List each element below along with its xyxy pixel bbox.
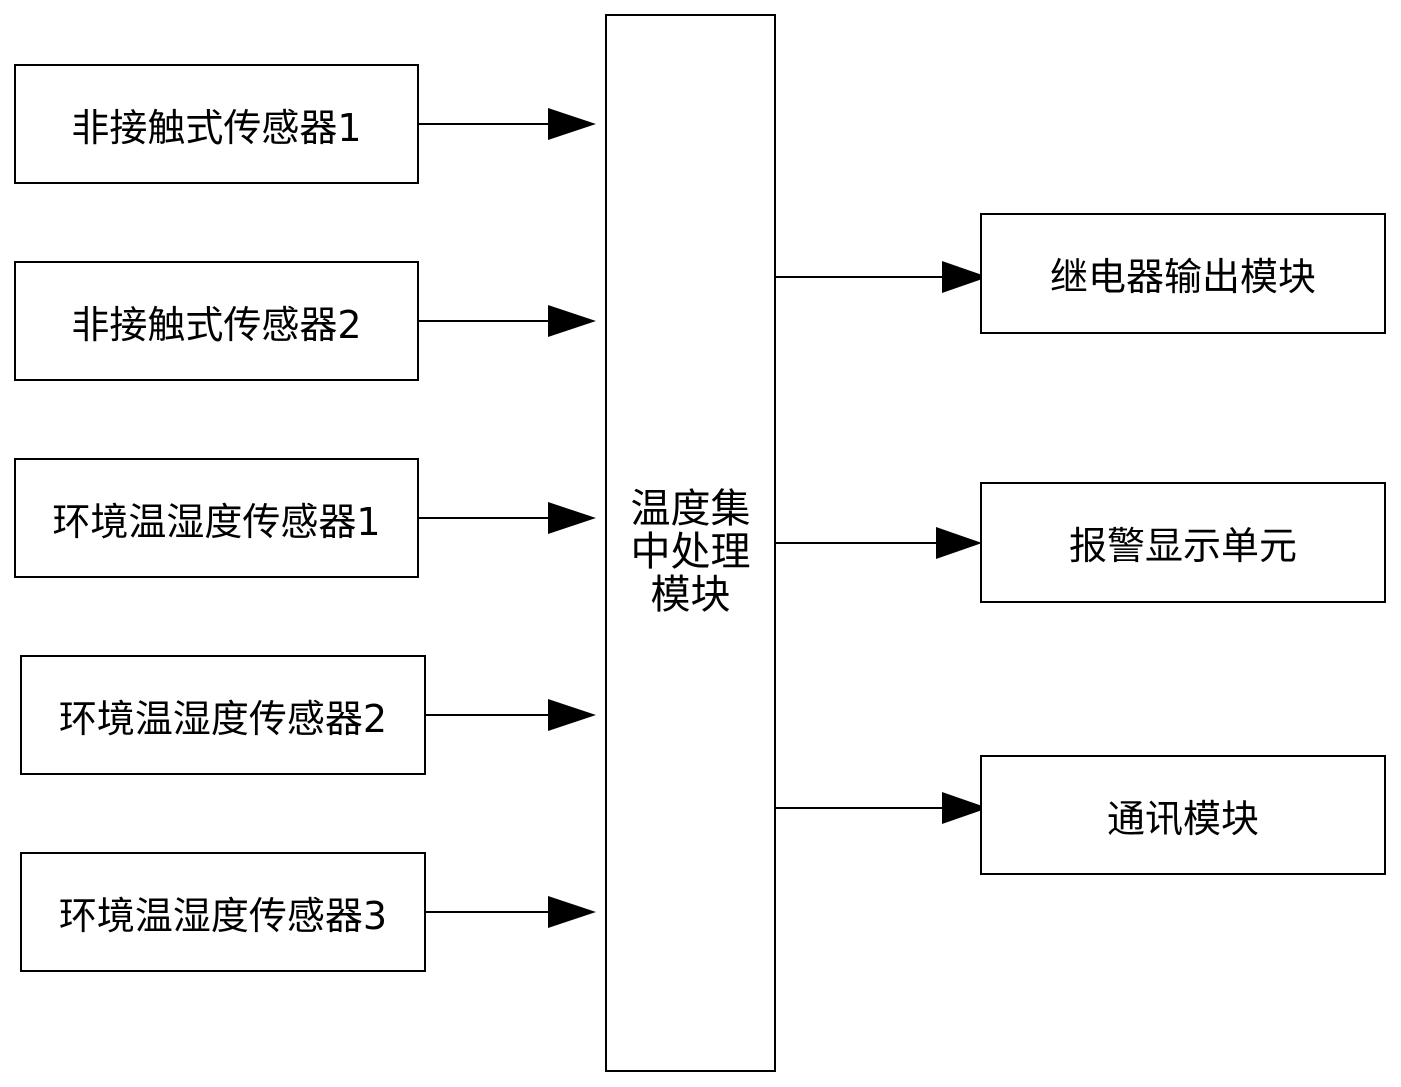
env-humidity-sensor-1-box: 环境温湿度传感器1 bbox=[14, 458, 419, 578]
arrowhead-icon bbox=[936, 527, 982, 559]
box-label: 通讯模块 bbox=[1106, 796, 1259, 841]
connector-input-1 bbox=[418, 108, 596, 140]
alarm-display-unit-box: 报警显示单元 bbox=[980, 482, 1386, 603]
connector-input-5 bbox=[425, 896, 596, 928]
box-label: 环境温湿度传感器1 bbox=[52, 499, 381, 544]
box-label: 报警显示单元 bbox=[1068, 524, 1297, 568]
env-humidity-sensor-2-box: 环境温湿度传感器2 bbox=[20, 655, 426, 775]
box-label: 继电器输出模块 bbox=[1049, 255, 1316, 299]
communication-module-box: 通讯模块 bbox=[980, 755, 1386, 875]
connector-output-3 bbox=[776, 792, 988, 824]
box-label: 环境温湿度传感器2 bbox=[58, 696, 388, 741]
connector-input-2 bbox=[418, 305, 596, 337]
arrowhead-icon bbox=[548, 699, 596, 731]
connector-output-2 bbox=[776, 527, 982, 559]
box-label: 非接触式传感器1 bbox=[71, 105, 362, 150]
non-contact-sensor-2-box: 非接触式传感器2 bbox=[14, 261, 419, 381]
arrowhead-icon bbox=[548, 108, 596, 140]
temperature-processing-module-box: 温度集中处理模块 bbox=[605, 14, 776, 1072]
center-label: 温度集中处理模块 bbox=[630, 486, 751, 618]
box-label: 非接触式传感器2 bbox=[71, 302, 362, 347]
connector-input-3 bbox=[418, 502, 596, 534]
arrowhead-icon bbox=[548, 305, 596, 337]
box-label: 环境温湿度传感器3 bbox=[58, 893, 388, 938]
arrowhead-icon bbox=[548, 896, 596, 928]
connector-output-1 bbox=[776, 261, 988, 293]
arrowhead-icon bbox=[548, 502, 596, 534]
relay-output-module-box: 继电器输出模块 bbox=[980, 213, 1386, 334]
non-contact-sensor-1-box: 非接触式传感器1 bbox=[14, 64, 419, 184]
env-humidity-sensor-3-box: 环境温湿度传感器3 bbox=[20, 852, 426, 972]
connector-input-4 bbox=[425, 699, 596, 731]
